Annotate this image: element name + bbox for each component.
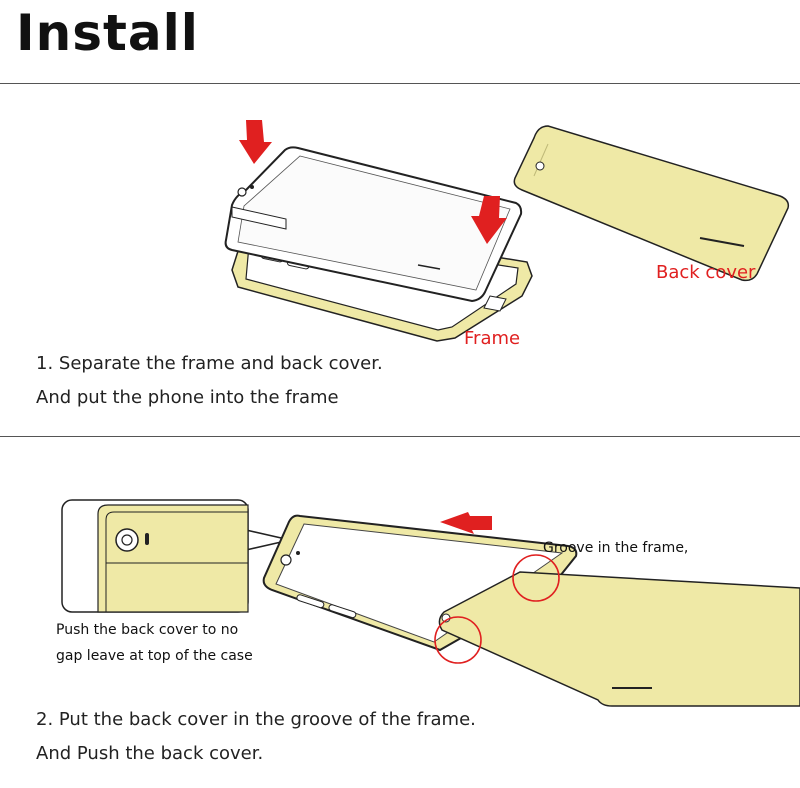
frame-label: Frame xyxy=(464,328,521,349)
step1-instruction-line2: And put the phone into the frame xyxy=(36,387,339,408)
step2-instruction-line2: And Push the back cover. xyxy=(36,743,264,764)
groove-highlight-circle xyxy=(512,554,560,602)
sliding-back-cover-illustration xyxy=(438,571,800,707)
zoom-callout xyxy=(61,499,291,613)
push-note-line2: gap leave at top of the case xyxy=(56,648,253,664)
left-push-arrow xyxy=(440,512,492,534)
page-title: Install xyxy=(16,4,199,62)
phone-illustration xyxy=(224,146,523,312)
back-cover-illustration xyxy=(513,125,790,282)
push-note-line1: Push the back cover to no xyxy=(56,622,239,638)
gap-highlight-circle xyxy=(434,616,482,664)
down-arrow-1 xyxy=(239,120,272,164)
back-cover-label: Back cover xyxy=(656,262,756,283)
groove-label: Groove in the frame, xyxy=(543,540,689,556)
divider-top xyxy=(0,83,800,84)
divider-middle xyxy=(0,436,800,437)
step2-instruction-line1: 2. Put the back cover in the groove of t… xyxy=(36,709,476,730)
step1-instruction-line1: 1. Separate the frame and back cover. xyxy=(36,353,383,374)
down-arrow-2 xyxy=(471,196,507,244)
